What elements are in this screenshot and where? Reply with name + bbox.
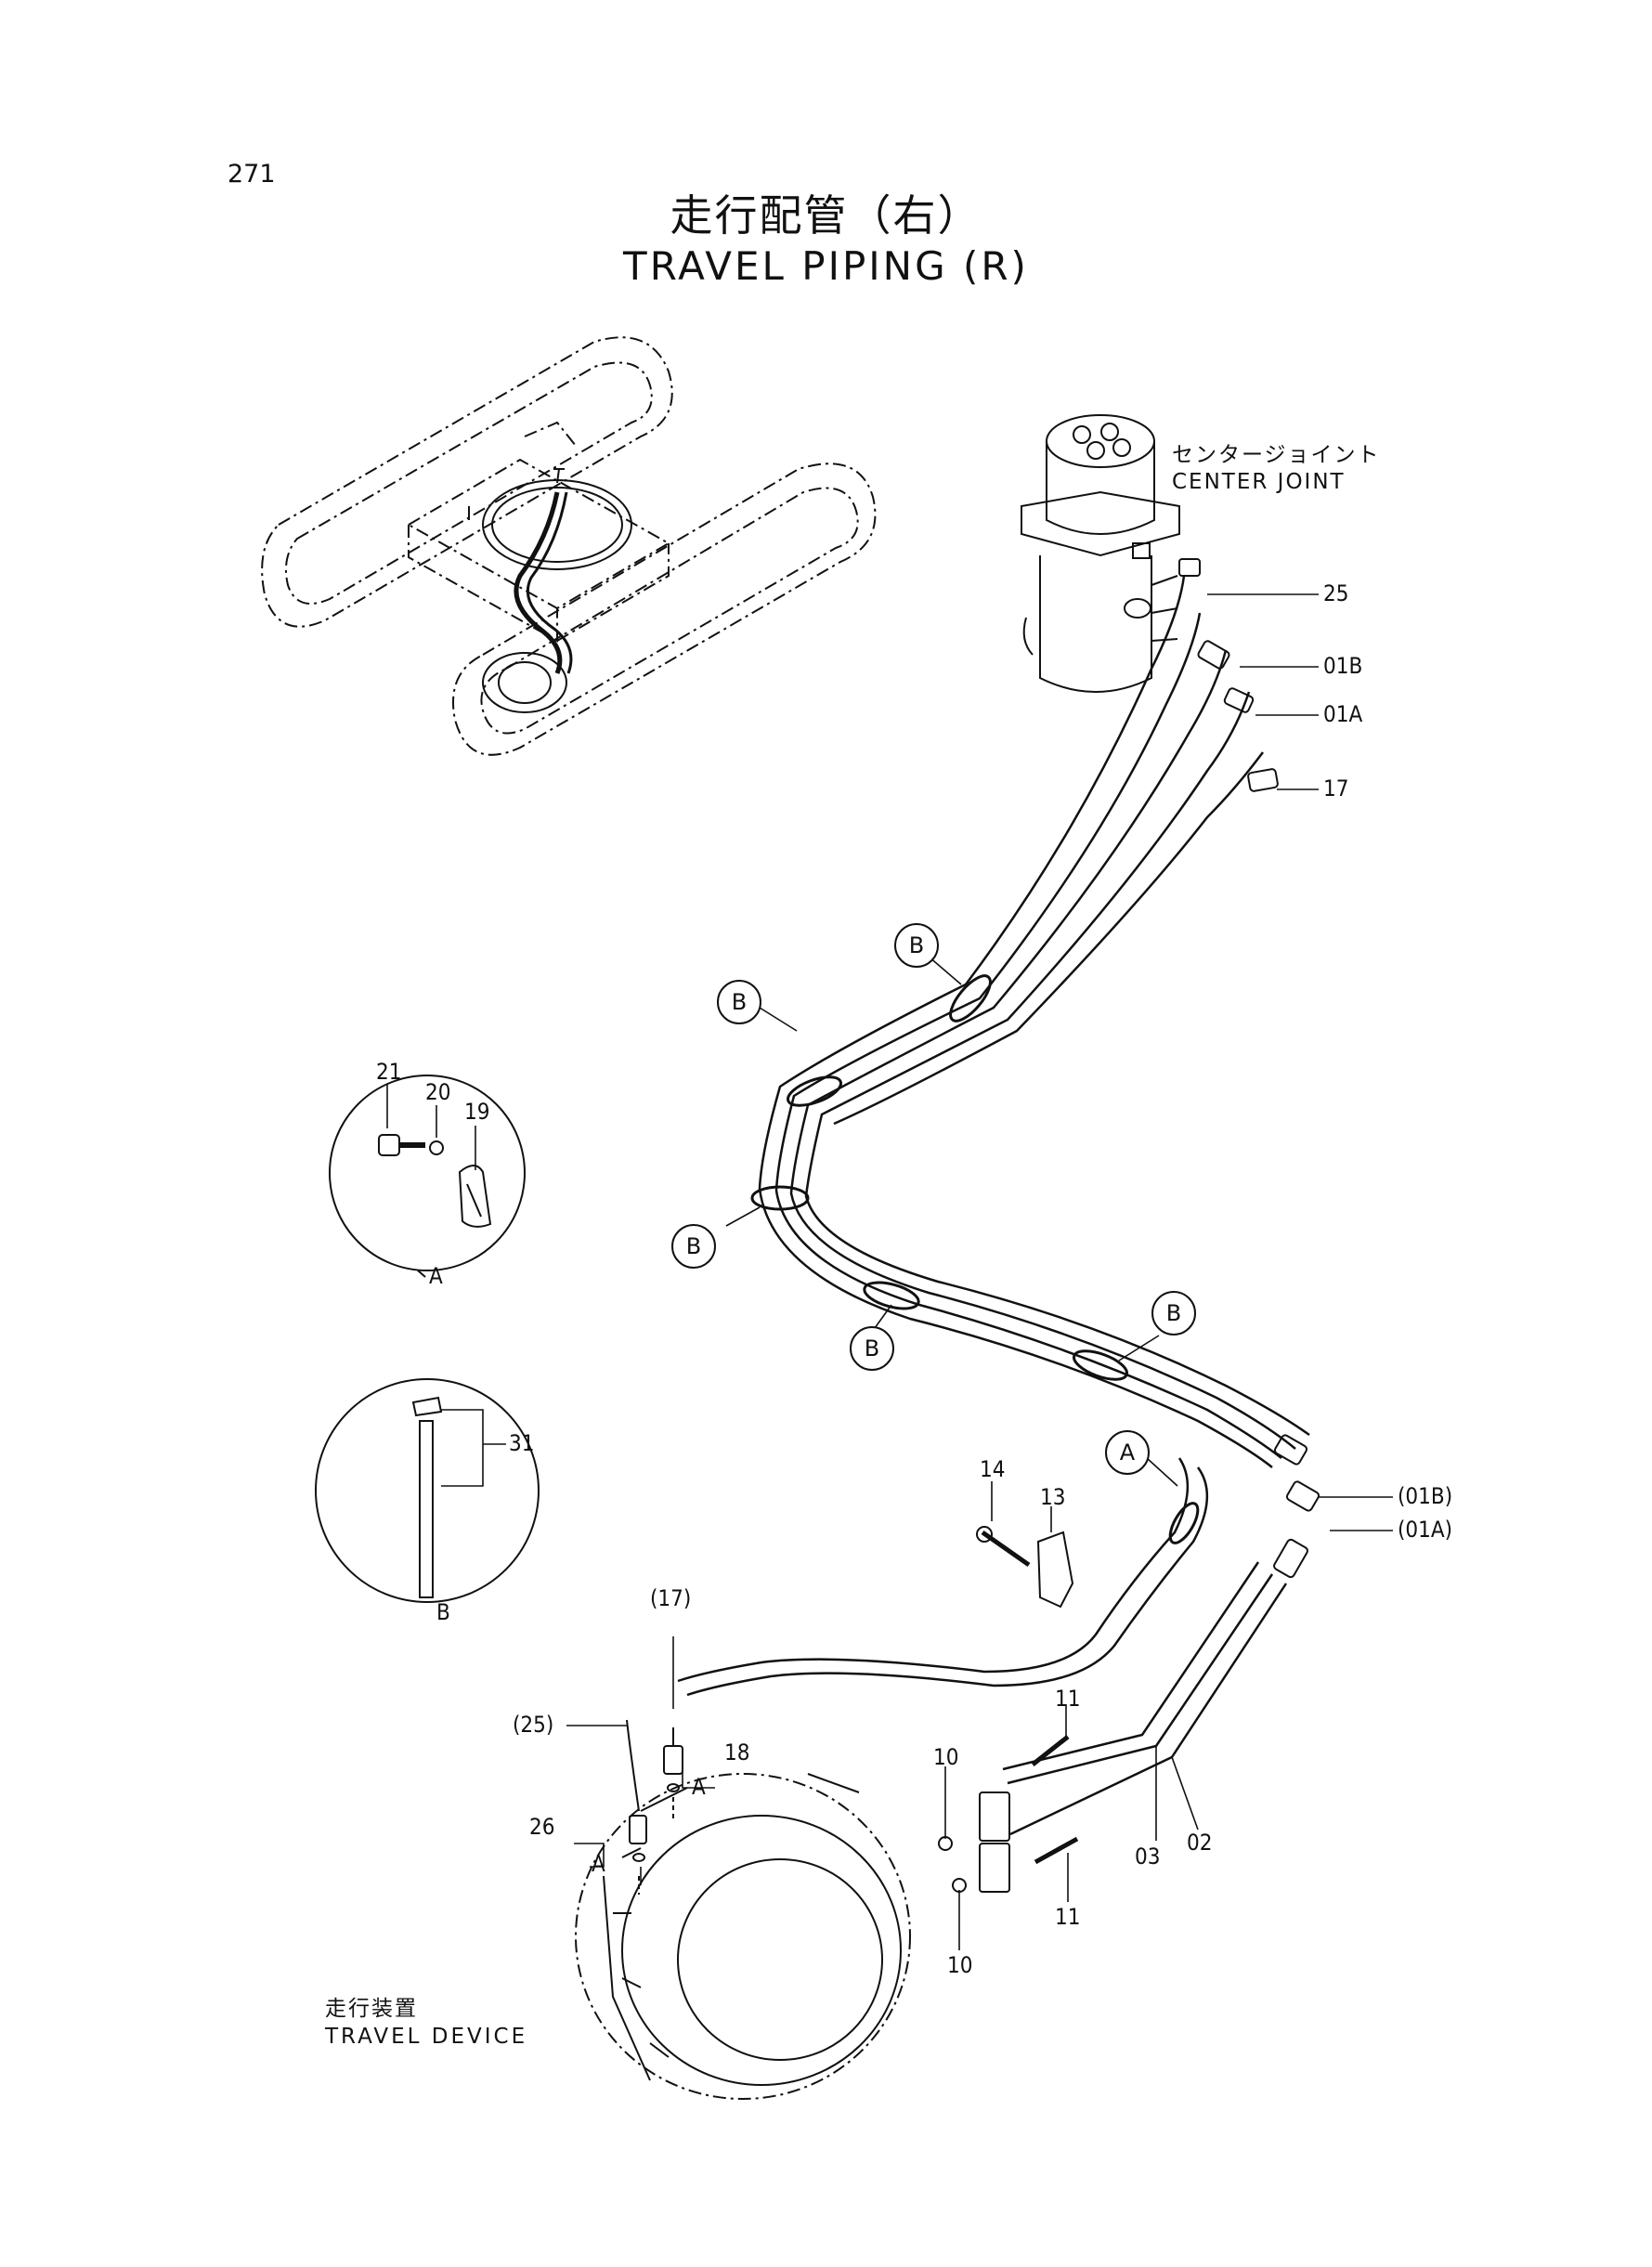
- callout-b-2: B: [717, 980, 761, 1024]
- page-number: 271: [228, 160, 276, 189]
- center-joint-illustration: [1021, 414, 1180, 693]
- undercarriage-illustration: [261, 336, 877, 756]
- callout-b-3: B: [671, 1224, 716, 1269]
- part-label-19: 19: [464, 1099, 490, 1125]
- part-label-02: 02: [1187, 1830, 1213, 1856]
- part-label-01b: 01B: [1323, 653, 1363, 679]
- callout-b-4: B: [850, 1326, 894, 1371]
- part-label-01a: 01A: [1323, 701, 1363, 727]
- center-joint-label-english: CENTER JOINT: [1172, 470, 1346, 494]
- part-label-31: 31: [509, 1430, 535, 1456]
- part-label-25-ref: (25): [513, 1712, 554, 1738]
- part-label-11-top: 11: [1055, 1686, 1081, 1712]
- center-joint-label-japanese: センタージョイント: [1172, 443, 1381, 467]
- part-label-03: 03: [1135, 1844, 1161, 1870]
- part-label-26: 26: [529, 1814, 555, 1840]
- part-label-21: 21: [376, 1059, 402, 1085]
- part-label-01b-ref: (01B): [1398, 1483, 1453, 1509]
- part-label-18: 18: [724, 1739, 750, 1765]
- part-label-17-ref: (17): [650, 1585, 692, 1611]
- part-label-11-bottom: 11: [1055, 1904, 1081, 1930]
- part-label-25: 25: [1323, 580, 1349, 606]
- detail-view-a-label: A: [429, 1263, 443, 1289]
- page-title-english: TRAVEL PIPING (R): [623, 243, 1029, 289]
- travel-device-label-japanese: 走行装置: [325, 1997, 418, 2021]
- detail-view-a: [329, 1075, 526, 1278]
- device-fittings: [626, 1719, 683, 1895]
- callout-b-1: B: [894, 923, 939, 968]
- part-label-01a-ref: (01A): [1398, 1517, 1453, 1543]
- hose-fittings: [1178, 558, 1320, 1579]
- part-label-20: 20: [425, 1079, 451, 1105]
- part-label-14: 14: [980, 1456, 1006, 1482]
- flange-connections: [938, 1735, 1079, 1893]
- travel-device-illustration: [575, 1773, 911, 2100]
- part-label-10-bottom: 10: [947, 1952, 973, 1978]
- bracket-and-bolt: [976, 1526, 1074, 1609]
- hose-bundle: [677, 575, 1310, 1836]
- callout-a-1: A: [1105, 1430, 1150, 1475]
- page-title-japanese: 走行配管（右）: [670, 190, 982, 241]
- detail-view-b-label: B: [436, 1599, 450, 1625]
- callout-a-ref-18: A: [692, 1774, 706, 1800]
- travel-device-label-english: TRAVEL DEVICE: [325, 2025, 528, 2049]
- callout-a-ref-26: A: [592, 1851, 605, 1877]
- hose-clamps: [750, 974, 1200, 1544]
- leader-lines: [386, 593, 1393, 1950]
- part-label-17: 17: [1323, 775, 1349, 801]
- part-label-10-top: 10: [933, 1744, 959, 1770]
- part-label-13: 13: [1040, 1484, 1066, 1510]
- detail-view-b: [315, 1378, 540, 1603]
- undercarriage-center-ring: [468, 468, 632, 713]
- callout-b-5: B: [1151, 1291, 1196, 1335]
